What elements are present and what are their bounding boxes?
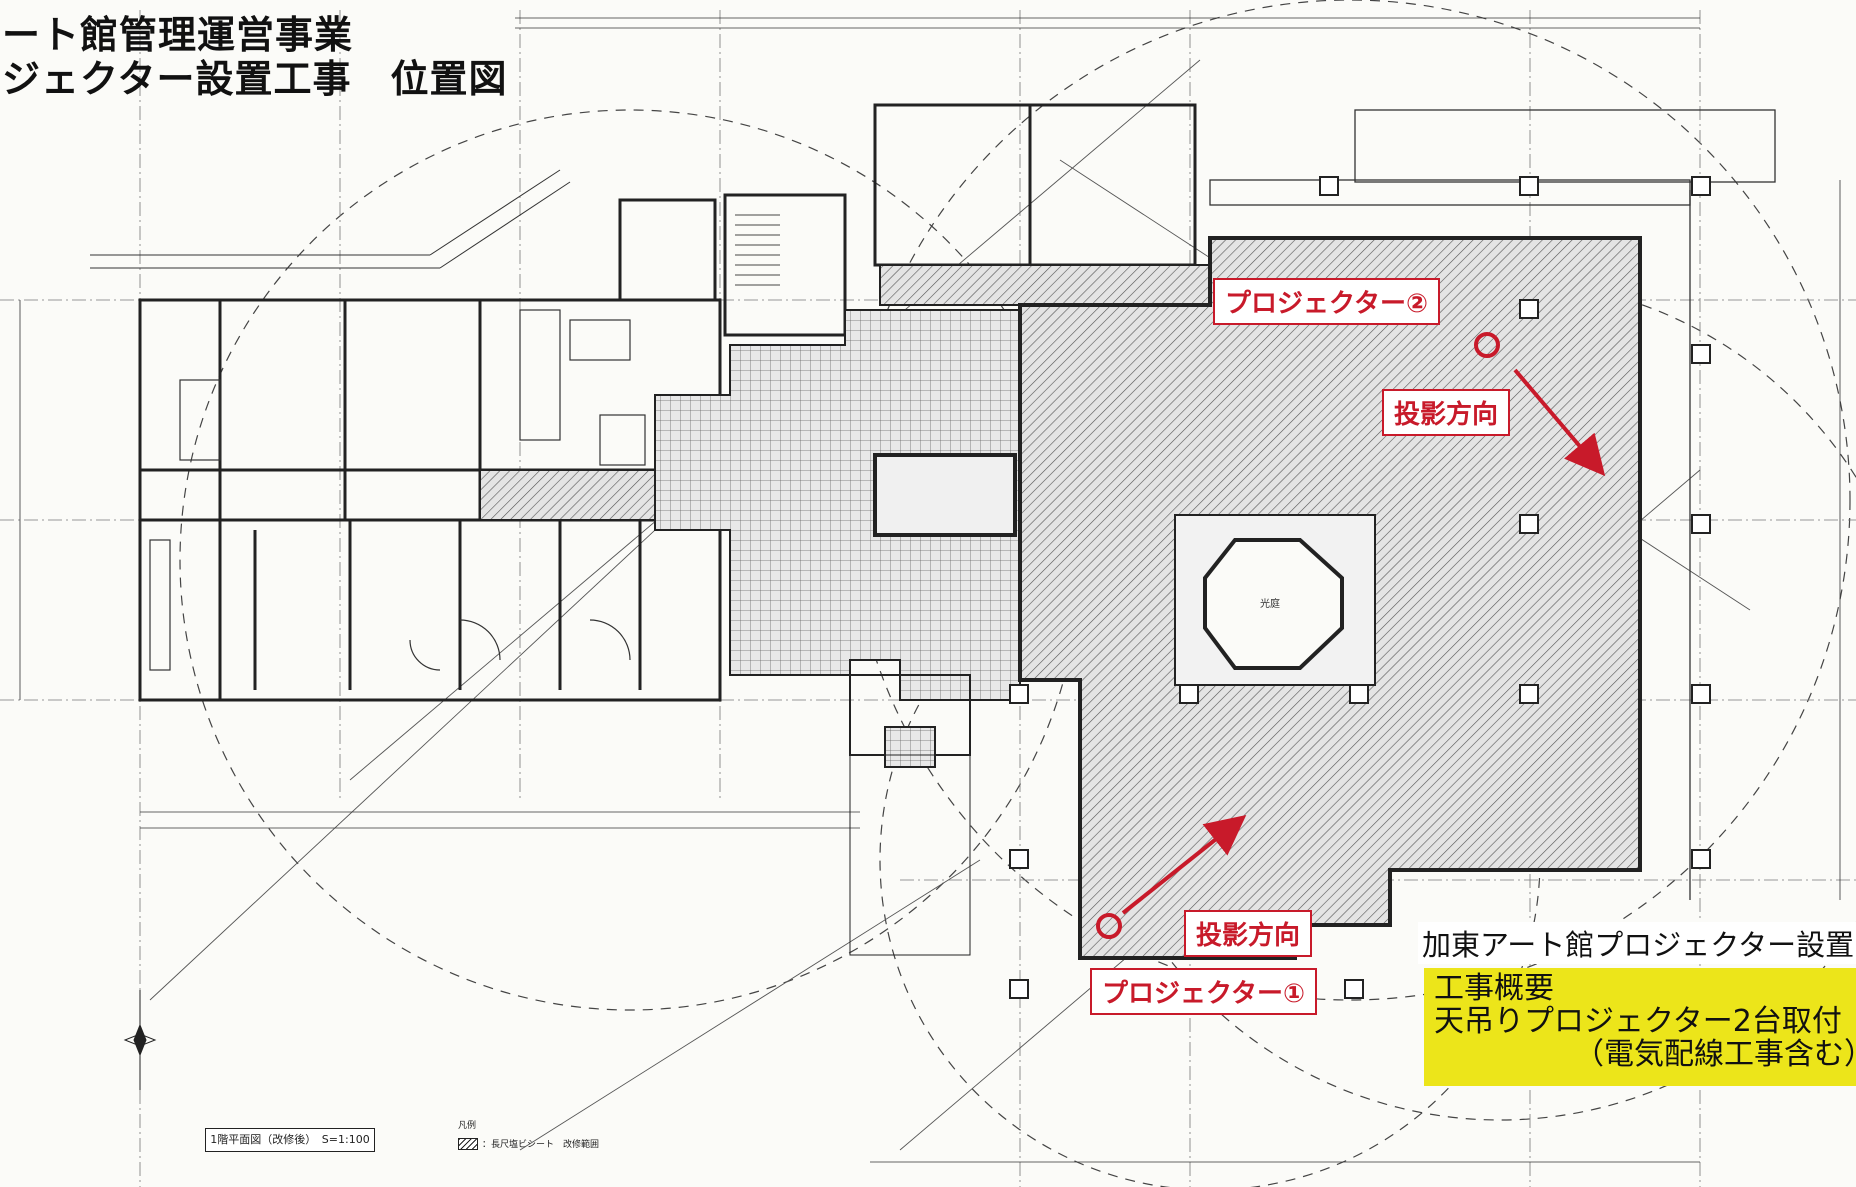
hatch-swatch-icon bbox=[458, 1137, 478, 1150]
svg-text:光庭: 光庭 bbox=[1260, 597, 1280, 610]
drawing-title-line-2: ジェクター設置工事 位置図 bbox=[2, 57, 508, 101]
projection-arrow-1 bbox=[1121, 815, 1247, 915]
drawing-title-line-1: ート館管理運営事業 bbox=[2, 13, 354, 57]
summary-heading: 加東アート館プロジェクター設置 bbox=[1418, 922, 1856, 964]
projector-1-callout: プロジェクター① bbox=[1090, 968, 1317, 1015]
stair-treads bbox=[735, 214, 780, 286]
scale-label: 1階平面図（改修後） S=1:100 bbox=[205, 1128, 375, 1152]
approach-area bbox=[849, 674, 971, 956]
projection-arrow-2 bbox=[1513, 368, 1606, 477]
lobby-tiled-floor bbox=[654, 309, 1021, 701]
light-well: 光庭 bbox=[1174, 514, 1376, 686]
summary-line-3: （電気配線工事含む） bbox=[1574, 1037, 1856, 1072]
summary-line-1: 工事概要 bbox=[1434, 971, 1554, 1006]
balcony bbox=[1209, 109, 1776, 900]
projector-2-marker bbox=[1474, 332, 1500, 358]
hall-closet bbox=[873, 453, 1017, 537]
north-arrow bbox=[123, 990, 157, 1090]
dimension-lines bbox=[19, 17, 1841, 1163]
columns bbox=[1009, 176, 1711, 999]
projector-1-marker bbox=[1096, 913, 1122, 939]
summary-line-2: 天吊りプロジェクター2台取付 bbox=[1434, 1004, 1842, 1039]
legend-item-1-label: ：長尺塩ビシート 改修範囲 bbox=[482, 1140, 600, 1150]
legend-item-1: ：長尺塩ビシート 改修範囲 bbox=[458, 1137, 599, 1150]
projection-direction-2-callout: 投影方向 bbox=[1382, 389, 1511, 436]
projector-2-callout: プロジェクター② bbox=[1213, 278, 1440, 325]
corridor-hatched bbox=[479, 469, 656, 521]
legend: 凡例 ：長尺塩ビシート 改修範囲 bbox=[458, 1118, 599, 1150]
projection-direction-1-callout: 投影方向 bbox=[1184, 910, 1313, 957]
summary-box: 工事概要 天吊りプロジェクター2台取付 （電気配線工事含む） bbox=[1424, 968, 1856, 1086]
top-corridor-hatched bbox=[879, 264, 1211, 306]
legend-heading: 凡例 bbox=[458, 1121, 477, 1131]
entrance-walkway bbox=[90, 169, 571, 269]
left-wing-details bbox=[149, 309, 646, 671]
